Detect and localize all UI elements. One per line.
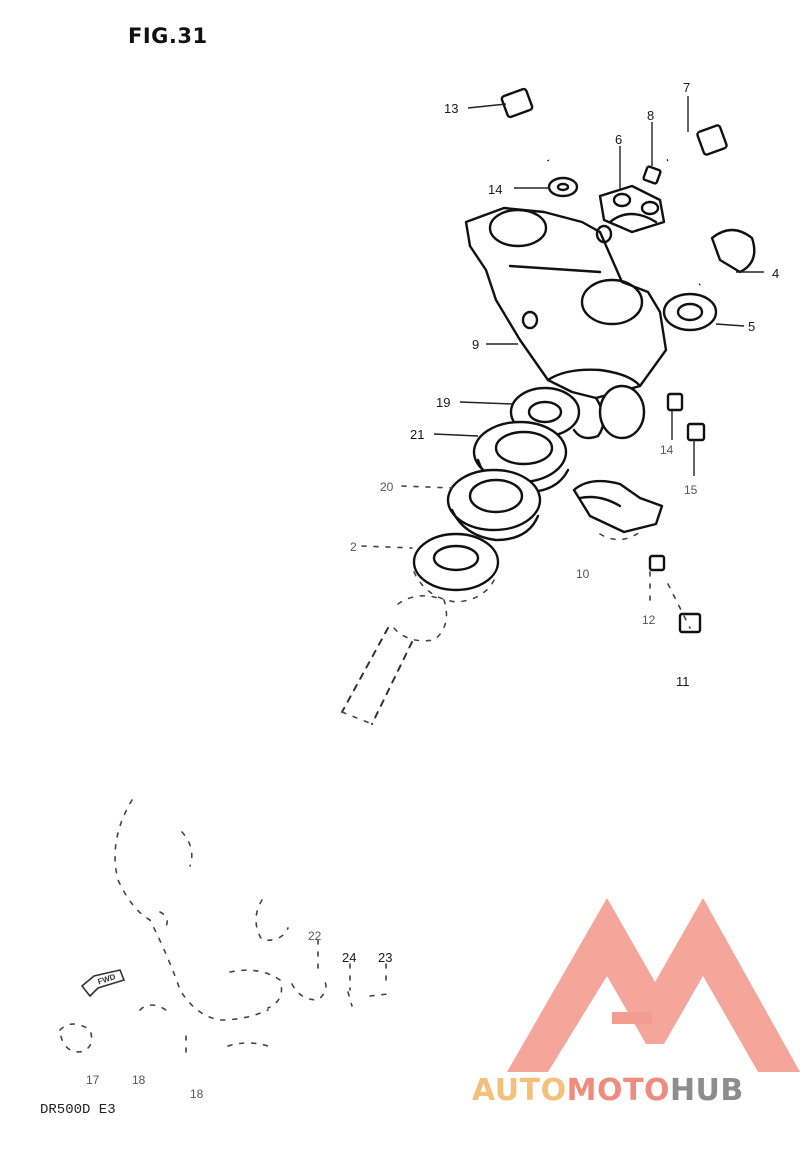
callout-12: 12 <box>642 613 656 627</box>
callout-10: 10 <box>576 567 590 581</box>
callout-20: 20 <box>380 480 394 494</box>
bolt-7 <box>666 124 728 164</box>
callout-14-lower: 14 <box>660 443 674 457</box>
callout-2: 2 <box>350 540 357 554</box>
washer-5 <box>662 292 718 332</box>
steering-stem-shaft <box>341 595 448 725</box>
callout-5: 5 <box>748 319 755 334</box>
bolt-13 <box>500 87 552 162</box>
bearing-20 <box>446 468 542 542</box>
callout-9: 9 <box>472 337 479 352</box>
callout-15: 15 <box>684 483 698 497</box>
lower-clamp-10 <box>572 479 664 541</box>
callout-17: 17 <box>86 1073 100 1087</box>
callout-23: 23 <box>378 950 392 965</box>
bolt-4 <box>696 228 756 288</box>
leader-lines <box>185 96 764 1057</box>
nut-8 <box>642 165 662 185</box>
callout-18-left: 18 <box>132 1073 146 1087</box>
washer-12 <box>648 554 666 572</box>
steering-stem-bracket-9 <box>464 206 668 440</box>
callout-22: 22 <box>308 929 322 943</box>
callout-8: 8 <box>647 108 654 123</box>
callout-24: 24 <box>342 950 356 965</box>
callout-14-top: 14 <box>488 182 502 197</box>
callout-7: 7 <box>683 80 690 95</box>
callout-13: 13 <box>444 101 458 116</box>
nut-15 <box>686 422 706 442</box>
model-code: DR500D E3 <box>40 1102 116 1118</box>
handlebar-clamp-6 <box>598 184 666 234</box>
watermark-text-auto: AUTO <box>472 1073 567 1108</box>
cable-routing-assembly <box>59 799 389 1053</box>
washer-14-top <box>547 176 579 198</box>
callout-19: 19 <box>436 395 450 410</box>
watermark-text-moto: MOTO <box>566 1073 670 1108</box>
callout-4: 4 <box>772 266 779 281</box>
callout-18-right: 18 <box>190 1087 204 1101</box>
callout-numbers: 13 7 8 6 14 4 5 9 19 21 14 15 20 2 10 12… <box>86 80 779 1101</box>
seal-2 <box>412 532 500 603</box>
watermark-text: AUTOMOTOHUB <box>472 1073 744 1108</box>
bolt-11 <box>667 583 702 634</box>
watermark-logo <box>507 898 800 1072</box>
nut-14-lower <box>666 392 684 412</box>
fwd-arrow-icon: FWD <box>80 969 126 998</box>
figure-title: FIG.31 <box>128 24 208 48</box>
watermark-text-hub: HUB <box>669 1073 744 1108</box>
callout-11: 11 <box>676 674 690 689</box>
callout-6: 6 <box>615 132 622 147</box>
callout-21: 21 <box>410 427 424 442</box>
